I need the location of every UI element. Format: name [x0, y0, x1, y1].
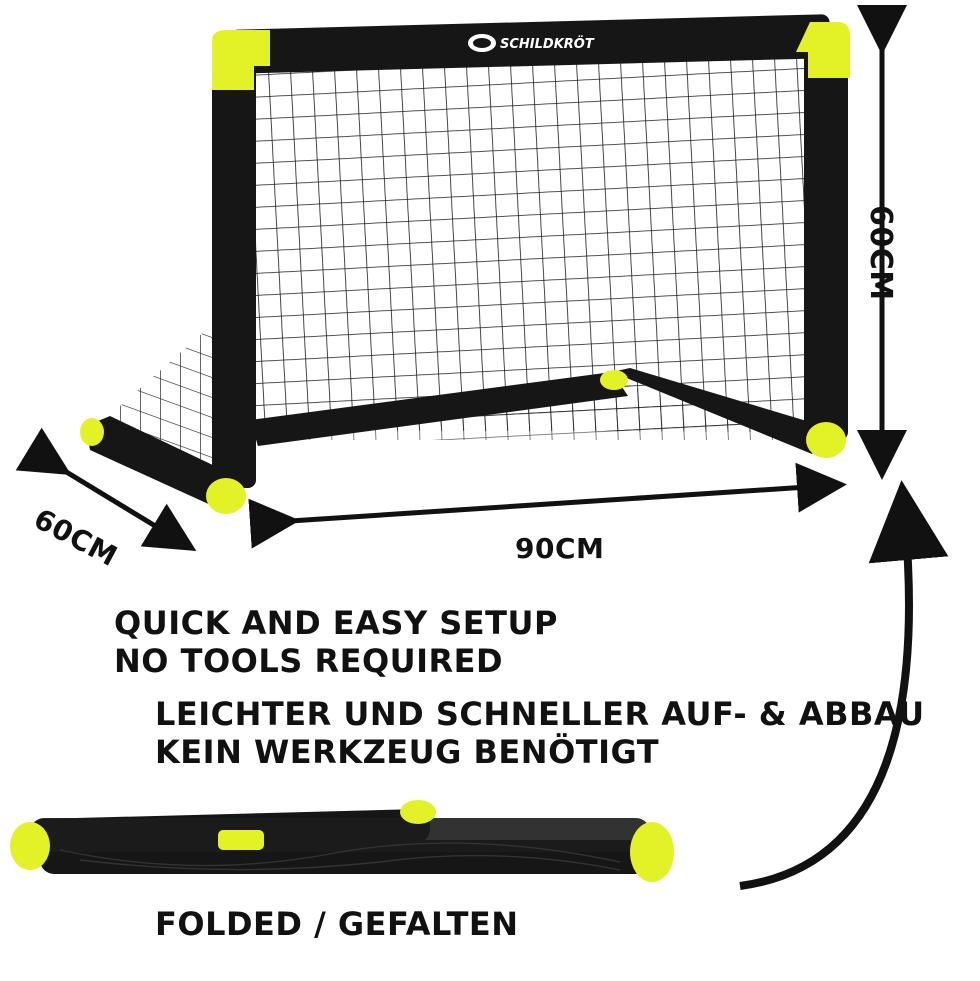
goal: SCHILDKRÖT [80, 14, 850, 514]
folded-caption: FOLDED / GEFALTEN [155, 905, 519, 943]
goal-corner-bottom-right [806, 422, 846, 458]
goal-net-back [240, 50, 820, 432]
folded-cap-right [630, 822, 674, 882]
goal-corner-bottom-left [206, 478, 246, 514]
folded-clip [218, 830, 264, 850]
width-label: 90CM [515, 532, 605, 565]
feature-en-tools: NO TOOLS REQUIRED [114, 642, 504, 680]
folded-cap-top [400, 800, 436, 824]
goal-corner-top-left [212, 30, 270, 90]
width-arrow [248, 462, 847, 549]
goal-left-post [212, 58, 256, 488]
feature-de-setup: LEICHTER UND SCHNELLER AUF- & ABBAU [155, 695, 925, 733]
depth-arrow [15, 427, 197, 551]
goal-corner-front-left [80, 418, 104, 446]
goal-right-post [804, 40, 848, 440]
goal-corner-top-right [796, 22, 850, 78]
height-label: 60CM [863, 205, 898, 301]
goal-corner-back [600, 370, 628, 390]
feature-de-tools: KEIN WERKZEUG BENÖTIGT [155, 733, 660, 771]
folded-cap-left [10, 822, 50, 870]
folded-goal [10, 800, 674, 882]
goal-rear-bar [250, 372, 628, 446]
brand-logo-text: SCHILDKRÖT [500, 36, 595, 52]
goal-crossbar [229, 14, 831, 74]
goal-right-base [612, 368, 830, 454]
curved-arrow [739, 480, 949, 890]
brand-logo: SCHILDKRÖT [468, 34, 595, 52]
feature-en-setup: QUICK AND EASY SETUP [114, 604, 558, 642]
